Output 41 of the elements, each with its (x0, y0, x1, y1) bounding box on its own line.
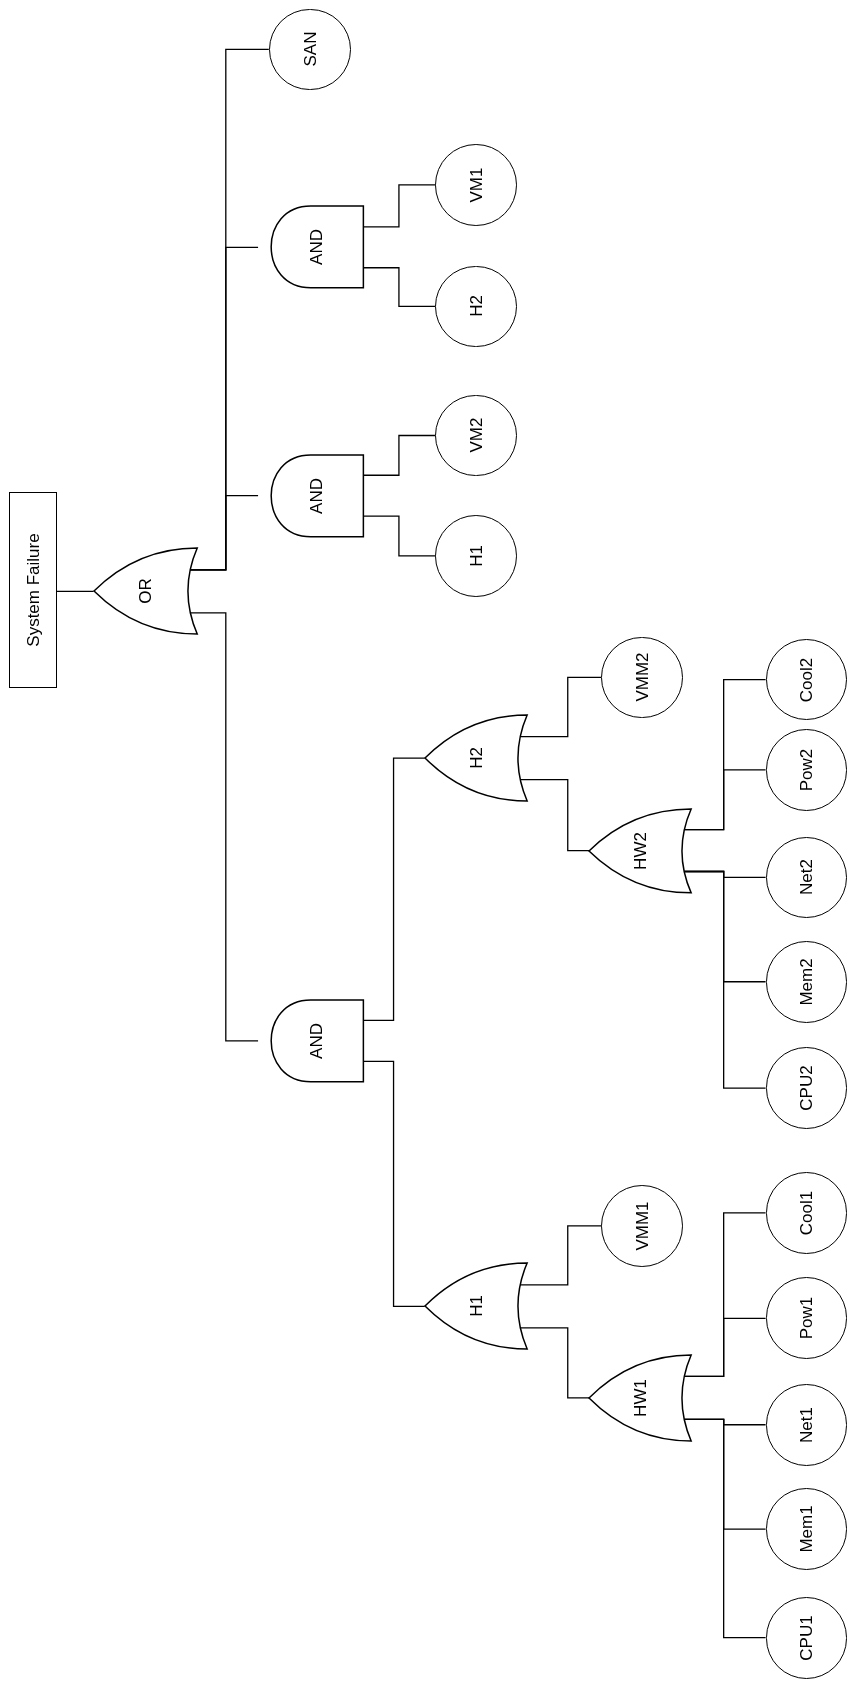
event-label: CPU1 (797, 1614, 815, 1661)
event-label: SAN (301, 31, 319, 67)
connector-line (56, 590, 95, 593)
event-label: System Failure (24, 533, 42, 647)
connector-line (362, 1060, 426, 1308)
connector-line (519, 676, 602, 738)
event-label: H1 (467, 545, 485, 567)
event-label: VMM1 (633, 1201, 651, 1251)
gate-label: OR (136, 578, 154, 605)
or-gate (589, 808, 692, 893)
gate-label: AND (307, 477, 325, 514)
gate-label: HW1 (631, 1378, 649, 1417)
event-label: Pow2 (797, 748, 815, 792)
event-label: Cool2 (797, 657, 815, 702)
connector-line (519, 1225, 602, 1286)
top-event-box (8, 492, 57, 689)
event-label: Mem1 (797, 1505, 815, 1553)
gate-label: AND (307, 229, 325, 266)
event-label: VM1 (467, 167, 485, 203)
or-gate (424, 715, 527, 802)
connector-line (362, 757, 426, 1022)
event-label: Net2 (797, 859, 815, 896)
gate-label: HW2 (631, 831, 649, 870)
gate-label: H1 (467, 1295, 485, 1318)
event-label: VM2 (467, 418, 485, 453)
or-gate (424, 1263, 527, 1350)
event-label: H2 (467, 295, 485, 318)
event-label: Net1 (797, 1406, 815, 1443)
connector-line (362, 184, 437, 228)
event-label: CPU2 (797, 1065, 815, 1111)
event-label: Mem2 (797, 958, 815, 1006)
connector-line (362, 515, 437, 557)
or-gate (93, 548, 197, 635)
gate-label: AND (307, 1022, 325, 1059)
event-label: Pow1 (797, 1297, 815, 1340)
event-label: Cool1 (797, 1190, 815, 1236)
connector-line (362, 267, 437, 308)
gate-label: H2 (467, 747, 485, 769)
event-label: VMM2 (633, 652, 651, 702)
connector-line (362, 434, 437, 476)
or-gate (589, 1354, 692, 1441)
